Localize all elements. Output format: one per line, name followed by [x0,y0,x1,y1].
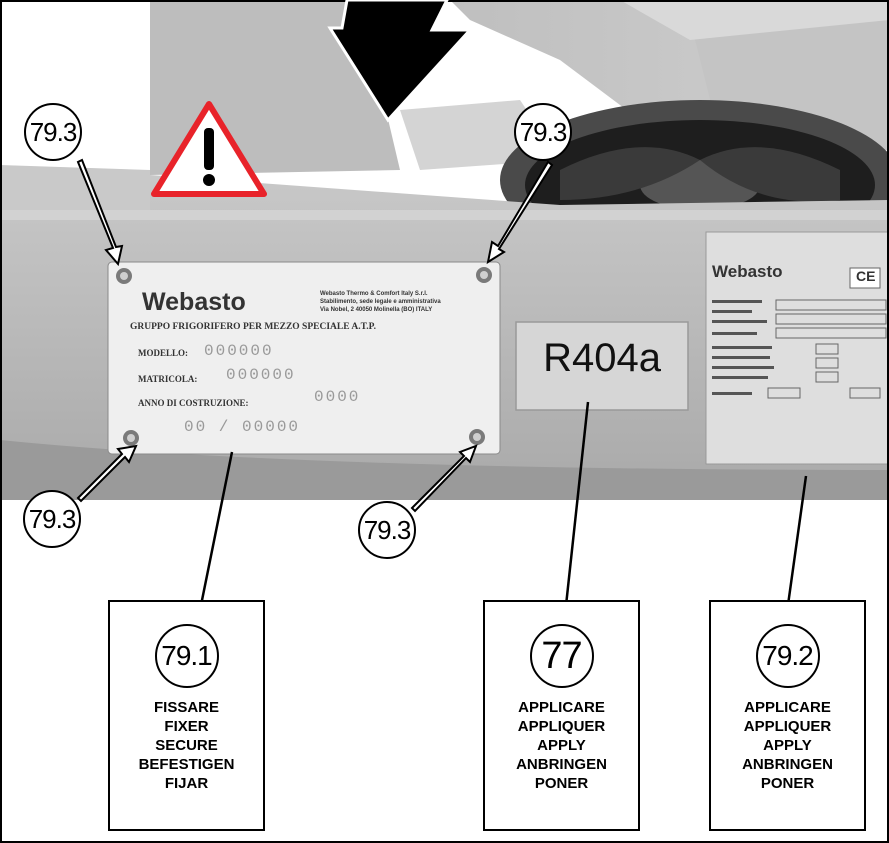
instruction-box-apply-77: 77 APPLICARE APPLIQUER APPLY ANBRINGEN P… [483,600,640,831]
callout-bottom-right: 79.3 [358,501,416,559]
year-label: ANNO DI COSTRUZIONE: [138,398,249,408]
callout-bottom-left: 79.3 [23,490,81,548]
instruction-box-apply-79-2: 79.2 APPLICARE APPLIQUER APPLY ANBRINGEN… [709,600,866,831]
box-line: PONER [534,775,589,792]
box-line: ANBRINGEN [742,756,833,773]
box-line: APPLICARE [518,699,605,716]
box-line: APPLIQUER [743,718,832,735]
box-line: APPLICARE [744,699,831,716]
box-line: APPLY [537,737,586,754]
company-line-1: Webasto Thermo & Comfort Italy S.r.l. [320,291,428,297]
box-line: BEFESTIGEN [138,756,235,773]
box-line: FIXER [164,718,209,735]
right-plate-brand: Webasto [712,262,783,281]
plate-title: GRUPPO FRIGORIFERO PER MEZZO SPECIALE A.… [130,322,376,332]
box-line: APPLY [763,737,812,754]
company-line-3: Via Nobel, 2 40050 Molinella (BO) ITALY [320,307,433,313]
box-number: 79.1 [154,624,219,688]
year-value: 0000 [314,388,361,406]
box-line: FIJAR [164,775,209,792]
box-line: SECURE [155,737,218,754]
down-arrow-icon [327,0,474,123]
box-number: 77 [529,624,594,688]
model-label: MODELLO: [138,348,189,358]
code-value: 00 / 00000 [184,418,301,436]
company-line-2: Stabilimento, sede legale e amministrati… [320,299,441,305]
plate-brand: Webasto [142,288,246,316]
refrigerant-label: R404a [543,336,661,380]
box-line: APPLIQUER [517,718,606,735]
box-line: ANBRINGEN [516,756,607,773]
box-line: PONER [760,775,815,792]
instruction-box-secure: 79.1 FISSARE FIXER SECURE BEFESTIGEN FIJ… [108,600,265,831]
box-number: 79.2 [755,624,820,688]
serial-label: MATRICOLA: [138,374,198,384]
callout-top-left: 79.3 [24,103,82,161]
warning-triangle-icon [151,101,267,197]
main-plate: Webasto Webasto Thermo & Comfort Italy S… [108,262,500,454]
serial-value: 000000 [226,366,296,384]
model-value: 000000 [204,342,274,360]
callout-top-right: 79.3 [514,103,572,161]
box-line: FISSARE [153,699,219,716]
ce-mark: CE [856,268,876,284]
